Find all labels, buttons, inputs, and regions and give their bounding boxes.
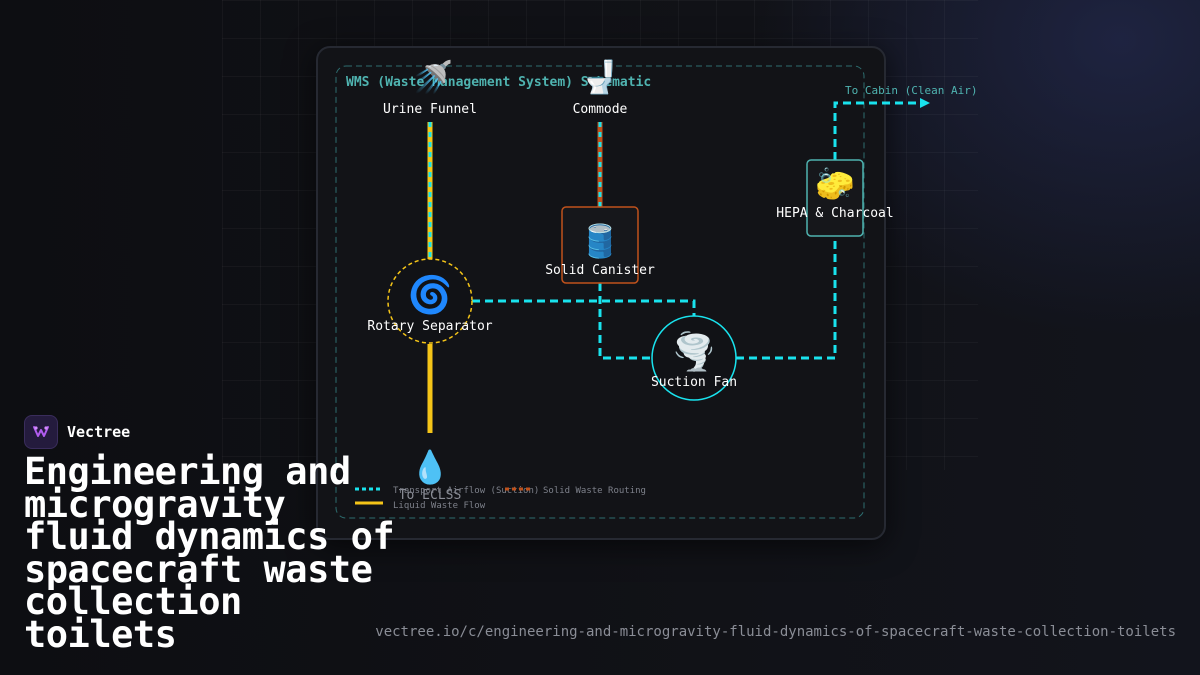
node-rotary-separator: 🌀 Rotary Separator bbox=[367, 258, 493, 344]
legend: Transport Airflow (Suction) Solid Waste … bbox=[355, 486, 646, 511]
legend-liquid-label: Liquid Waste Flow bbox=[393, 501, 486, 511]
brand: Vectree bbox=[24, 415, 130, 449]
solid-canister-label: Solid Canister bbox=[545, 263, 655, 278]
droplet-icon: 💧 bbox=[410, 448, 450, 486]
page-url: vectree.io/c/engineering-and-microgravit… bbox=[375, 624, 1176, 640]
node-hepa-filter: 🧽 HEPA & Charcoal bbox=[776, 159, 894, 237]
barrel-icon: 🛢️ bbox=[580, 222, 620, 260]
schematic-title: WMS (Waste Management System) Schematic bbox=[346, 75, 651, 90]
logo-mark bbox=[33, 426, 49, 437]
node-commode: 🚽 Commode bbox=[573, 58, 628, 117]
tornado-icon: 🌪️ bbox=[672, 330, 717, 373]
node-suction-fan: 🌪️ Suction Fan bbox=[651, 315, 737, 401]
airflow-hepa-cabin bbox=[833, 101, 924, 160]
toilet-icon: 🚽 bbox=[580, 58, 620, 96]
brand-name: Vectree bbox=[67, 423, 131, 441]
node-urine-funnel: 🚿 Urine Funnel bbox=[383, 58, 477, 117]
node-eclss: 💧 To ECLSS bbox=[399, 448, 462, 503]
rotary-separator-label: Rotary Separator bbox=[367, 319, 492, 334]
page-title: Engineering and microgravity fluid dynam… bbox=[24, 450, 395, 656]
airflow-separator-fan bbox=[472, 299, 696, 316]
schematic-frame bbox=[335, 65, 865, 519]
shower-icon: 🚿 bbox=[413, 58, 453, 96]
hepa-filter-box bbox=[806, 159, 864, 237]
node-solid-canister: 🛢️ Solid Canister bbox=[545, 206, 655, 284]
suction-fan-circle bbox=[651, 315, 737, 401]
vectree-logo-icon bbox=[24, 415, 58, 449]
suction-fan-label: Suction Fan bbox=[651, 375, 737, 390]
cabin-outlet-label: To Cabin (Clean Air) bbox=[845, 84, 977, 97]
eclss-label: To ECLSS bbox=[399, 488, 462, 503]
cabin-arrow-head bbox=[920, 98, 930, 108]
cyclone-icon: 🌀 bbox=[408, 273, 453, 316]
solid-canister-box bbox=[561, 206, 639, 284]
legend-solid-label: Solid Waste Routing bbox=[543, 486, 646, 496]
legend-airflow-label: Transport Airflow (Suction) bbox=[393, 486, 539, 496]
commode-label: Commode bbox=[573, 102, 628, 117]
airflow-canister-fan bbox=[598, 283, 652, 360]
urine-funnel-label: Urine Funnel bbox=[383, 102, 477, 117]
sponge-icon: 🧽 bbox=[815, 165, 858, 203]
rotary-separator-circle bbox=[387, 258, 473, 344]
airflow-fan-hepa bbox=[736, 236, 837, 360]
hepa-filter-label: HEPA & Charcoal bbox=[776, 206, 893, 221]
